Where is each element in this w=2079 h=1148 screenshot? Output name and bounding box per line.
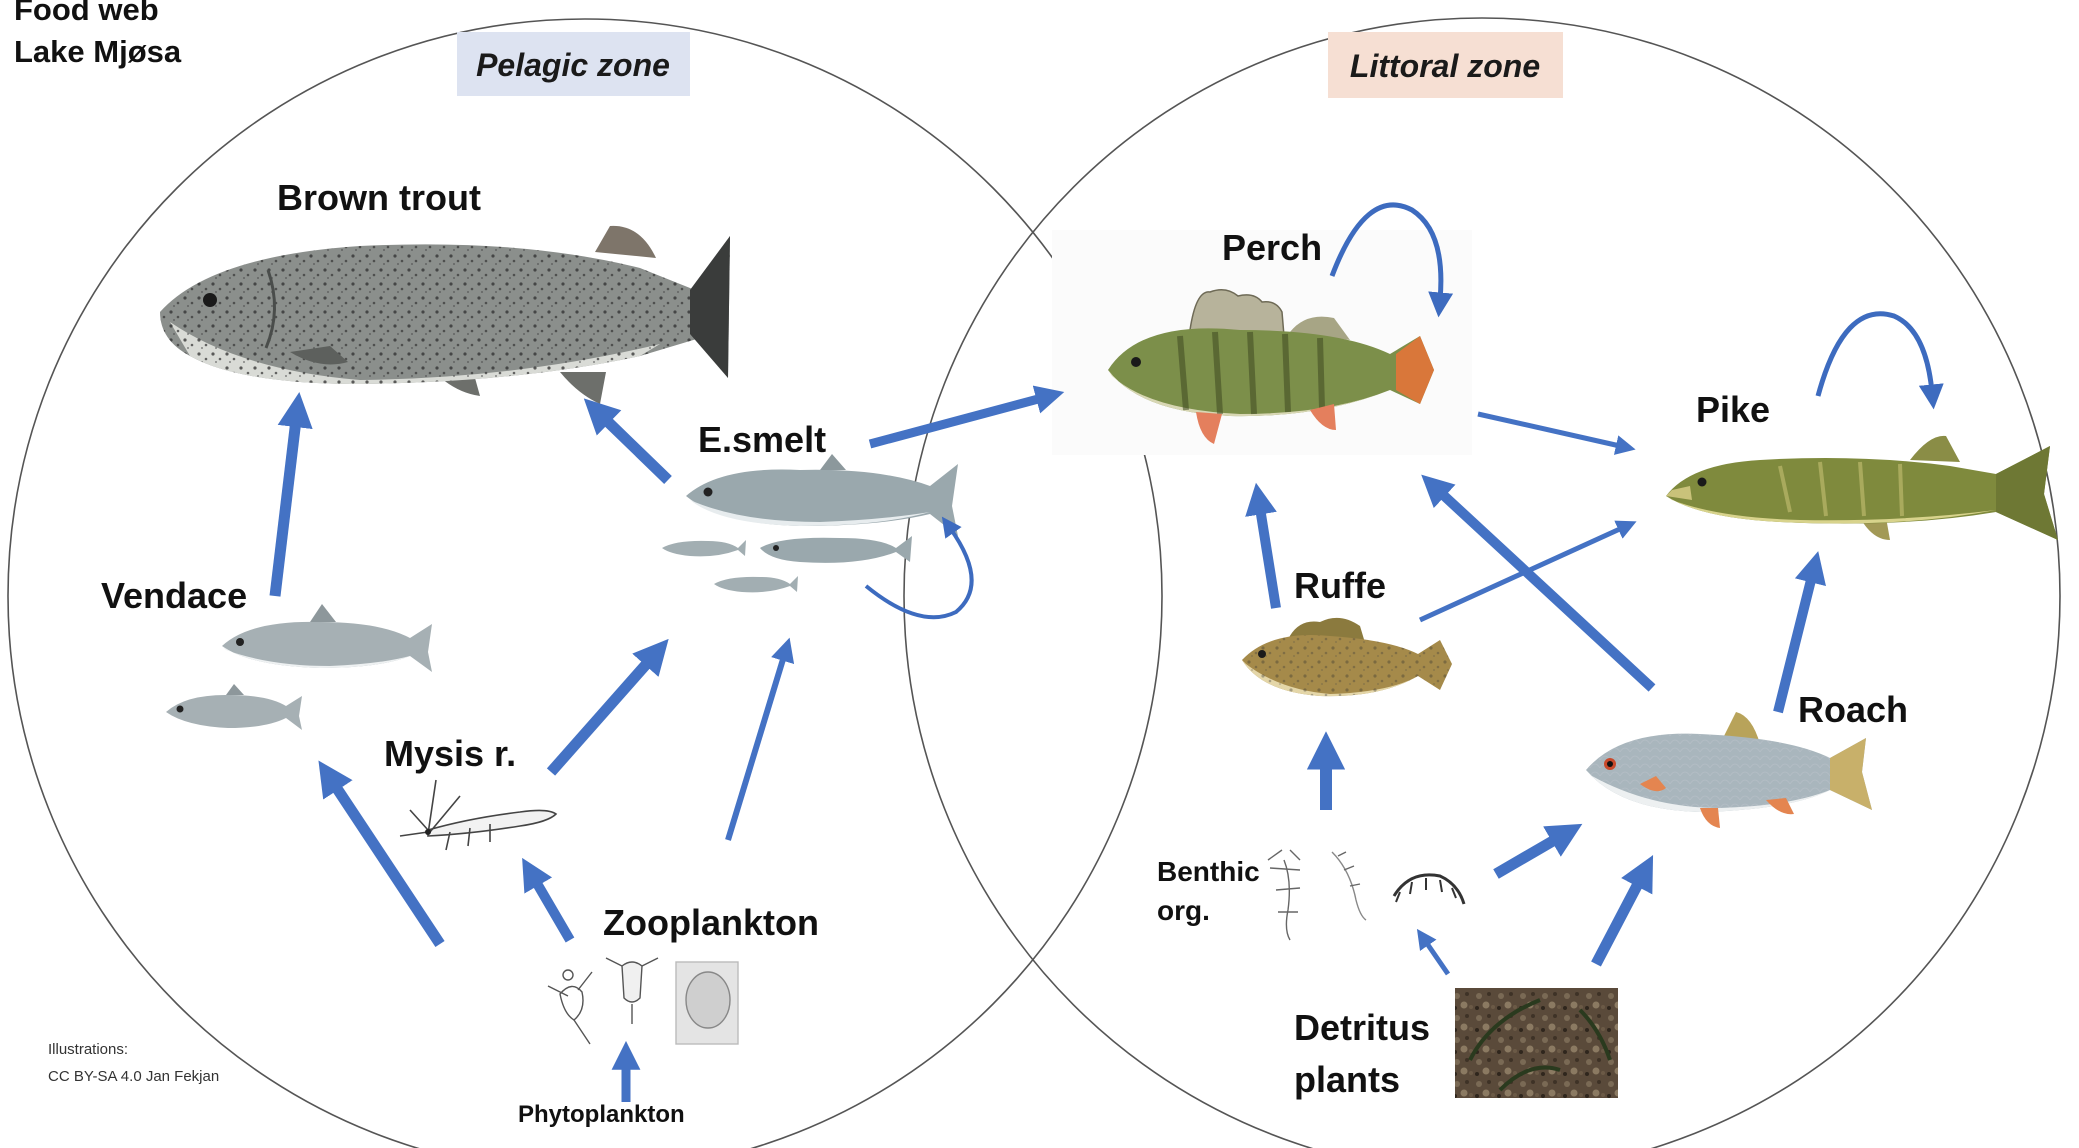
arrow-ruffe-to-perch — [1260, 508, 1276, 608]
loop-pike-cannibalism — [1818, 314, 1932, 396]
littoral-zone-label: Littoral zone — [1350, 48, 1540, 84]
label-vendace: Vendace — [101, 575, 247, 616]
littoral-zone-circle — [904, 18, 2060, 1148]
arrow-mysis-to-smelt — [551, 660, 650, 772]
arrow-roach-to-perch — [1440, 492, 1652, 688]
pelagic-zone-label: Pelagic zone — [476, 47, 670, 83]
label-detritus-line2: plants — [1294, 1059, 1400, 1100]
credit-line2: CC BY-SA 4.0 Jan Fekjan — [48, 1068, 219, 1085]
label-zooplankton: Zooplankton — [603, 902, 819, 943]
label-phytoplankton: Phytoplankton — [518, 1101, 685, 1128]
arrow-detritus-to-roach — [1596, 880, 1640, 964]
label-detritus-line1: Detritus — [1294, 1007, 1430, 1048]
arrow-benthic-to-roach — [1496, 838, 1558, 874]
arrow-detritus-to-benthic — [1426, 942, 1448, 974]
arrow-phyto-to-mysis — [535, 880, 570, 940]
label-benthic-line2: org. — [1157, 895, 1210, 926]
label-roach: Roach — [1798, 689, 1908, 730]
detritus-photo — [1455, 988, 1618, 1098]
label-ruffe: Ruffe — [1294, 565, 1386, 606]
arrow-smelt-to-trout — [604, 418, 668, 480]
title-line2: Lake Mjøsa — [14, 34, 182, 69]
pike-illustration — [1666, 436, 2058, 540]
vendace-illustration — [166, 604, 432, 730]
label-perch: Perch — [1222, 227, 1322, 268]
zooplankton-illustration — [548, 958, 738, 1044]
label-e-smelt: E.smelt — [698, 419, 826, 460]
label-pike: Pike — [1696, 389, 1770, 430]
arrow-perch-to-pike — [1478, 414, 1620, 446]
label-mysis: Mysis r. — [384, 733, 516, 774]
arrow-zooplankton-to-smelt — [728, 656, 784, 840]
label-brown-trout: Brown trout — [277, 177, 481, 218]
arrow-vendace-to-trout — [275, 420, 296, 596]
arrow-phyto-to-vendace — [334, 784, 440, 944]
ruffe-illustration — [1242, 618, 1452, 696]
brown-trout-illustration — [160, 226, 730, 404]
arrow-ruffe-to-pike — [1420, 528, 1622, 620]
label-benthic-line1: Benthic — [1157, 856, 1260, 887]
smelt-illustration — [662, 454, 958, 592]
benthic-organisms-illustration — [1268, 850, 1464, 940]
loop-smelt-cannibalism — [866, 528, 972, 617]
mysis-illustration — [400, 780, 556, 850]
credit-line1: Illustrations: — [48, 1041, 128, 1058]
title-line1: Food web — [14, 0, 159, 27]
arrow-smelt-to-perch — [870, 398, 1042, 444]
